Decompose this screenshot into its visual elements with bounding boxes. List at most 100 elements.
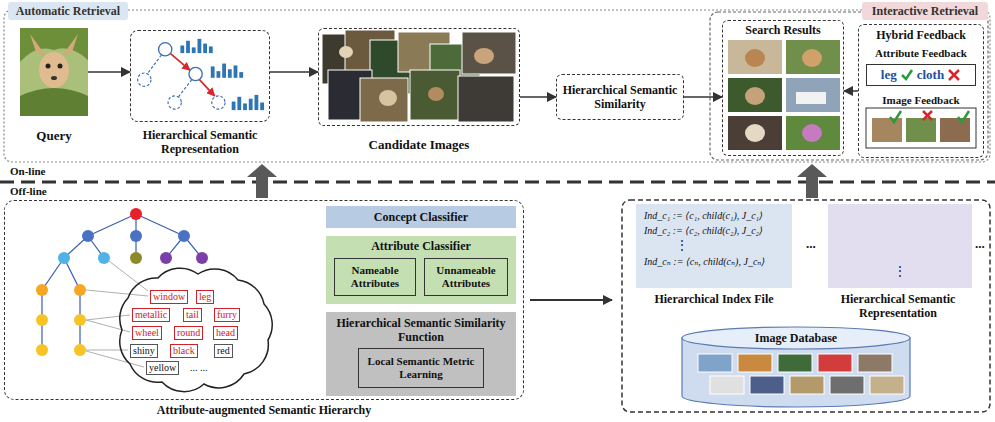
attribute-word: window — [150, 290, 188, 304]
flow-arrow — [530, 299, 612, 301]
path-shape — [958, 111, 969, 122]
database-image — [710, 376, 744, 394]
circle-shape — [36, 284, 48, 296]
rect-shape — [786, 40, 840, 74]
database-image — [738, 354, 772, 372]
database-image — [790, 376, 824, 394]
rect-shape — [906, 118, 936, 142]
attribute-word: tail — [183, 308, 202, 322]
circle-shape — [74, 344, 86, 356]
rect-shape — [872, 118, 902, 142]
circle-shape — [130, 208, 142, 220]
node-text: leg — [199, 291, 211, 303]
attribute-word: shiny — [130, 344, 158, 358]
node-text: wheel — [135, 327, 159, 339]
circle-shape — [196, 252, 208, 264]
node-text: Automatic Retrieval — [16, 4, 120, 19]
rect-shape — [796, 92, 826, 104]
circle-shape — [130, 230, 142, 242]
representation-box: Hierarchical Semantic Representation — [130, 30, 270, 122]
free-label: ... — [806, 236, 816, 252]
free-label: Off-line — [10, 185, 47, 197]
ellipse-shape — [39, 52, 69, 88]
node-text: tail — [186, 309, 199, 321]
ellipse-shape — [802, 124, 822, 142]
node-text: Concept Classifier — [374, 210, 468, 225]
ellipse-shape — [428, 87, 444, 101]
rect-shape — [728, 78, 782, 112]
database-image — [698, 354, 732, 372]
line-shape — [136, 214, 184, 236]
node-text: Ind_c₁ := ⟨c₁, child(c₁), J_c₁⟩ — [644, 210, 788, 221]
rect-shape — [710, 12, 988, 160]
node-text: window — [153, 291, 185, 303]
node-text: leg — [881, 67, 897, 83]
node-text: Candidate Images — [309, 137, 529, 153]
attribute-word: leg — [196, 290, 214, 304]
node-text: Nameable Attributes — [338, 264, 412, 290]
representation-icon — [138, 39, 264, 110]
offline-hierarchy-box: Attribute-augmented Semantic HierarchyCo… — [4, 200, 524, 400]
tab-label: Interactive Retrieval — [862, 2, 988, 20]
cross-stroke — [949, 70, 959, 80]
circle-shape — [178, 230, 190, 242]
node-text: furry — [217, 309, 237, 321]
node-text: Image Database — [680, 331, 912, 346]
rect-shape — [728, 40, 782, 74]
tab-label: Automatic Retrieval — [8, 2, 128, 20]
database-image — [818, 354, 852, 372]
search-results-box: Search Results — [722, 20, 844, 156]
attribute-word: yellow — [146, 361, 179, 375]
node-text: Search Results — [723, 23, 843, 38]
search-result-images — [728, 40, 840, 150]
path-shape — [923, 111, 932, 120]
node-text: Hierarchical Semantic Representation — [808, 292, 988, 320]
rect-shape — [622, 200, 990, 412]
node-text: head — [216, 327, 235, 339]
attribute-cloud — [120, 268, 272, 391]
query-picture — [20, 28, 88, 116]
ellipse-shape — [745, 49, 765, 67]
rect-shape — [462, 32, 516, 74]
flow-connector — [844, 90, 858, 92]
node-text: Hybrid Feedback — [859, 28, 983, 43]
circle-shape — [46, 64, 51, 69]
check-mark — [900, 68, 914, 82]
attribute-word: black — [170, 344, 198, 358]
node-text: yellow — [149, 362, 176, 374]
circle-shape — [58, 64, 63, 69]
attribute-type-box: Nameable Attributes — [334, 258, 416, 296]
rect-shape — [20, 28, 88, 116]
attribute-type-box: Unnameable Attributes — [424, 258, 508, 296]
free-label: ... ... — [190, 362, 208, 373]
similarity-box: Hierarchical Semantic Similarity — [556, 74, 684, 120]
database-image — [750, 376, 784, 394]
classifier-bar: Concept Classifier — [326, 206, 516, 228]
flow-connector — [684, 96, 722, 98]
attribute-word: furry — [214, 308, 240, 322]
candidate-images-box: Candidate Images — [318, 28, 520, 126]
free-label: ... — [975, 236, 985, 252]
index-file-panel: Ind_c₁ := ⟨c₁, child(c₁), J_c₁⟩Ind_c₂ :=… — [636, 204, 792, 288]
node-text: Hierarchical Semantic Similarity Functio… — [332, 316, 510, 344]
circle-shape — [74, 314, 86, 326]
path-shape — [890, 111, 901, 122]
attribute-word: wheel — [132, 326, 162, 340]
rect-shape — [458, 76, 514, 122]
node-text: Hierarchical Index File — [624, 292, 804, 307]
circle-shape — [58, 252, 70, 264]
hybrid-feedback-box: Hybrid FeedbackAttribute FeedbackImage F… — [858, 24, 984, 158]
rect-shape — [940, 118, 970, 142]
node-text: Interactive Retrieval — [872, 4, 978, 19]
check-stroke — [902, 70, 912, 79]
flow-connector — [88, 71, 130, 73]
node-text: Ind_cₙ := ⟨cₙ, child(cₙ), J_cₙ⟩ — [644, 256, 788, 267]
ellipse-shape — [802, 49, 822, 67]
database-image — [870, 376, 904, 394]
node-text: Query — [0, 128, 108, 144]
rect-shape — [786, 78, 840, 112]
polygon-shape — [30, 34, 46, 56]
node-text: cloth — [917, 67, 944, 83]
query-image-box: Query — [20, 28, 88, 116]
